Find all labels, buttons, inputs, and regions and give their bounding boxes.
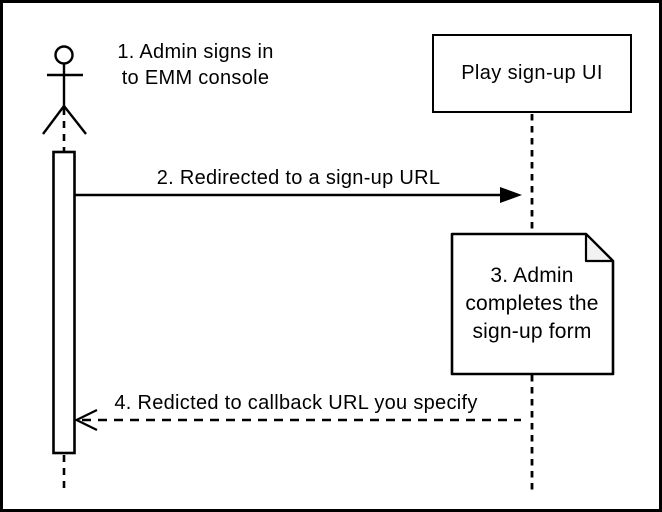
- arrowhead-solid-icon: [500, 187, 522, 203]
- message-4-arrow: [73, 409, 521, 431]
- diagram-shapes: [42, 45, 615, 494]
- message-1-label: 1. Admin signs in to EMM console: [117, 41, 274, 89]
- note-outline: [450, 232, 615, 376]
- participant-play-signup-ui: Play sign-up UI: [432, 34, 632, 113]
- actor-head: [54, 45, 74, 65]
- message-2-arrow: [75, 187, 522, 203]
- activation-bar: [52, 150, 76, 455]
- participant-play-signup-ui-label: Play sign-up UI: [461, 62, 603, 84]
- arrowhead-open-icon: [73, 409, 98, 431]
- note-fold-icon: [584, 232, 615, 263]
- actor-leg-left: [42, 105, 65, 135]
- message-4-label: 4. Redicted to callback URL you specify: [114, 392, 478, 414]
- note-step-3-shape: [450, 232, 615, 376]
- message-2-label: 2. Redirected to a sign-up URL: [156, 167, 441, 189]
- actor-leg-right: [63, 105, 87, 135]
- note-step-3-label: 3. Admin completes the sign-up form: [465, 264, 599, 343]
- stick-figure-actor-icon: [42, 45, 87, 135]
